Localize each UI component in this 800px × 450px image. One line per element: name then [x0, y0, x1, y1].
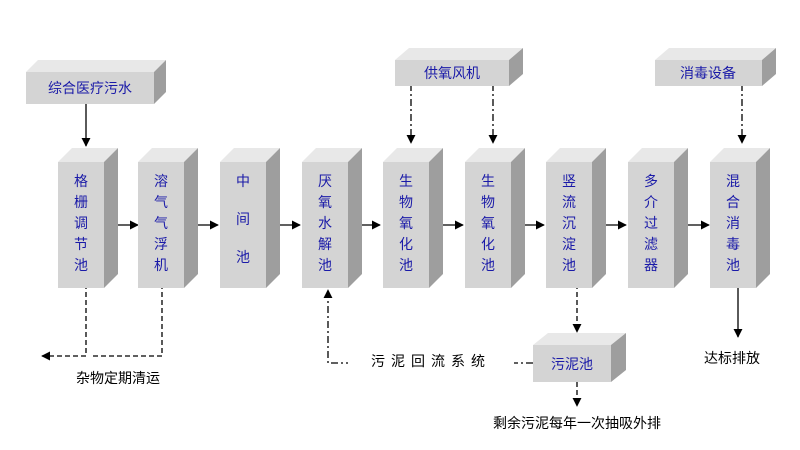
- stage-grid-char: 调: [74, 216, 88, 232]
- stage-disinfection-char: 毒: [726, 237, 740, 253]
- stage-intermediate-char: 间: [236, 212, 250, 228]
- stage-grid-char: 格: [74, 174, 88, 190]
- sludge-tank-label: 污泥池: [551, 357, 593, 373]
- process-stages: 格栅调节池溶气气浮机中间池厌氧水解池生物氧化池生物氧化池竖流沉淀池多介过滤器混合…: [58, 148, 770, 288]
- stage-flotation-char: 气: [154, 195, 168, 211]
- stage-filter-char: 器: [644, 258, 658, 274]
- stage-grid-char: 池: [74, 258, 88, 274]
- sludge-return-label-bg: [348, 350, 514, 370]
- stage-anaerobic-char: 解: [318, 237, 332, 253]
- stage-filter-char: 过: [644, 216, 658, 232]
- stage-flotation-char: 浮: [154, 237, 168, 253]
- stage-filter-char: 滤: [644, 237, 658, 253]
- stage-disinfection-char: 合: [726, 195, 740, 211]
- stage-bio2-char: 物: [481, 195, 495, 211]
- stage-intermediate-char: 中: [236, 174, 250, 190]
- input-source-label: 综合医疗污水: [48, 81, 132, 97]
- stage-bio1-char: 化: [399, 237, 413, 253]
- sludge-tank-box: 污泥池: [533, 333, 626, 382]
- stage-filter-char: 介: [644, 195, 658, 211]
- debris-note: 杂物定期清运: [76, 371, 160, 387]
- arrow-debris-removal: [41, 284, 87, 361]
- stage-bio1-char: 氧: [399, 216, 413, 232]
- stage-settling-char: 沉: [562, 216, 576, 232]
- sludge-return-label: 污泥回流系统: [371, 354, 491, 370]
- blower-label: 供氧风机: [424, 66, 480, 82]
- stage-anaerobic-char: 厌: [318, 174, 332, 190]
- line-flotation-debris: [90, 284, 163, 357]
- blower-box: 供氧风机: [395, 48, 523, 86]
- stage-anaerobic-char: 水: [318, 216, 332, 232]
- stage-bio1-char: 生: [399, 174, 413, 190]
- stage-anaerobic-char: 氧: [318, 195, 332, 211]
- stage-settling-char: 竖: [562, 174, 576, 190]
- stage-anaerobic-char: 池: [318, 258, 332, 274]
- stage-bio2-char: 化: [481, 237, 495, 253]
- sludge-disposal-note: 剩余污泥每年一次抽吸外排: [493, 415, 661, 432]
- stage-grid-char: 节: [74, 237, 88, 253]
- stage-flotation-char: 气: [154, 216, 168, 232]
- stage-disinfection-char: 池: [726, 258, 740, 274]
- stage-bio1-char: 池: [399, 258, 413, 274]
- stage-bio2-char: 池: [481, 258, 495, 274]
- stage-settling-char: 流: [562, 195, 576, 211]
- stage-bio1-char: 物: [399, 195, 413, 211]
- stage-filter-char: 多: [644, 173, 658, 190]
- stage-bio2-char: 生: [481, 174, 495, 190]
- input-source-box: 综合医疗污水: [26, 60, 166, 104]
- stage-intermediate: 中间池: [220, 148, 280, 288]
- disinfect-equipment-label: 消毒设备: [680, 65, 736, 82]
- discharge-note: 达标排放: [704, 351, 760, 367]
- stage-grid-char: 栅: [74, 195, 88, 211]
- stage-settling-char: 池: [562, 258, 576, 274]
- disinfect-equipment-box: 消毒设备: [655, 48, 776, 86]
- arrow-sludge-return: [323, 289, 533, 364]
- stage-flotation-char: 机: [154, 258, 168, 274]
- stage-disinfection-char: 混: [726, 174, 740, 190]
- stage-bio2-char: 氧: [481, 216, 495, 232]
- stage-flotation-char: 溶: [154, 174, 168, 190]
- stage-settling-char: 淀: [562, 237, 576, 253]
- stage-disinfection-char: 消: [726, 216, 740, 232]
- stage-intermediate-char: 池: [236, 250, 250, 266]
